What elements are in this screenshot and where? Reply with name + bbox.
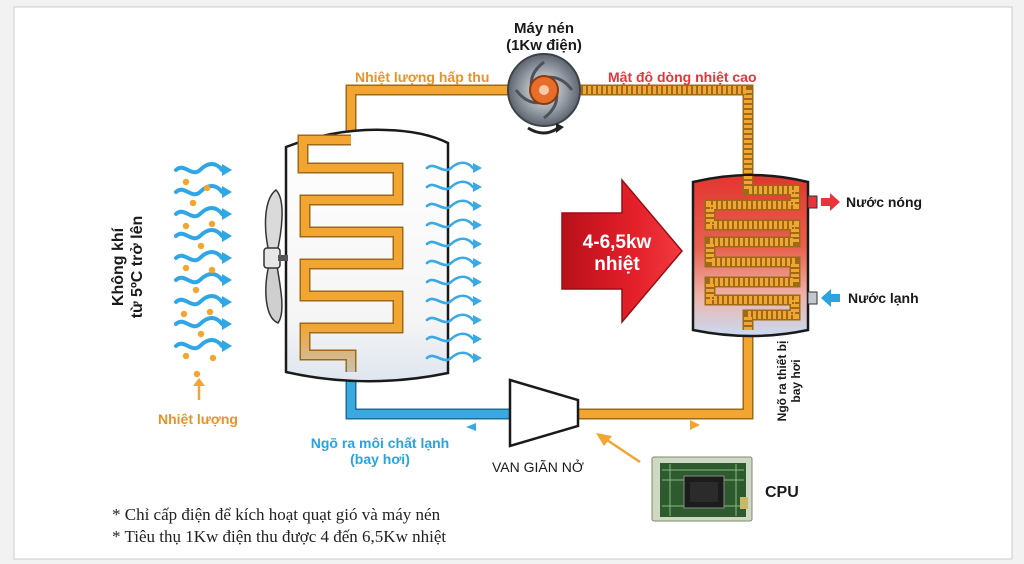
refrigerant-outlet-line2: (bay hơi) xyxy=(350,451,410,468)
heat-output-label: 4-6,5kw nhiệt xyxy=(570,232,664,276)
cold-water-arrow-icon xyxy=(821,289,840,307)
air-inlet-label: Không khí từ 5ºC trở lên xyxy=(109,202,149,332)
refrigerant-outlet-line1: Ngõ ra môi chất lạnh xyxy=(310,435,450,451)
cpu-label: CPU xyxy=(765,484,799,501)
compressor-icon xyxy=(507,53,581,135)
expansion-valve xyxy=(508,378,580,448)
cold-water-label: Nước lạnh xyxy=(848,290,919,306)
note-2: * Tiêu thụ 1Kw điện thu được 4 đến 6,5Kw… xyxy=(112,527,447,546)
cpu-signal-arrow-icon xyxy=(596,433,641,464)
high-heat-density-label: Mật độ dòng nhiệt cao xyxy=(608,69,757,85)
air-inlet-line2: từ 5ºC trở lên xyxy=(129,215,147,319)
compressor-label: Máy nén (1Kw điện) xyxy=(504,20,584,55)
device-outlet-label: Ngõ ra thiết bị bay hơi xyxy=(775,326,809,436)
cpu-chip-icon xyxy=(651,456,753,522)
air-flow-icon xyxy=(174,162,234,400)
compressor-title: Máy nén xyxy=(513,20,574,37)
hot-water-label: Nước nóng xyxy=(846,194,923,210)
expansion-valve-label: VAN GIÃN NỞ xyxy=(492,459,584,475)
evaporator xyxy=(284,128,450,383)
compressor-power: (1Kw điện) xyxy=(506,37,582,55)
heat-output-unit: nhiệt xyxy=(594,253,640,275)
condenser-tank xyxy=(691,173,818,338)
fan-icon xyxy=(263,189,288,324)
air-inlet-line1: Không khí xyxy=(110,227,127,307)
refrigerant-outlet-label: Ngõ ra môi chất lạnh (bay hơi) xyxy=(300,435,460,467)
hot-water-arrow-icon xyxy=(821,193,840,211)
heat-arrow-icon xyxy=(561,177,683,325)
note-1: * Chỉ cấp điện để kích hoạt quạt gió và … xyxy=(112,505,441,524)
heat-label: Nhiệt lượng xyxy=(158,411,238,427)
heat-absorbed-label: Nhiệt lượng hấp thu xyxy=(355,69,490,85)
heat-output-value: 4-6,5kw xyxy=(582,232,652,253)
device-outlet-line1: Ngõ ra thiết bị xyxy=(775,340,789,422)
device-outlet-line2: bay hơi xyxy=(789,359,804,403)
